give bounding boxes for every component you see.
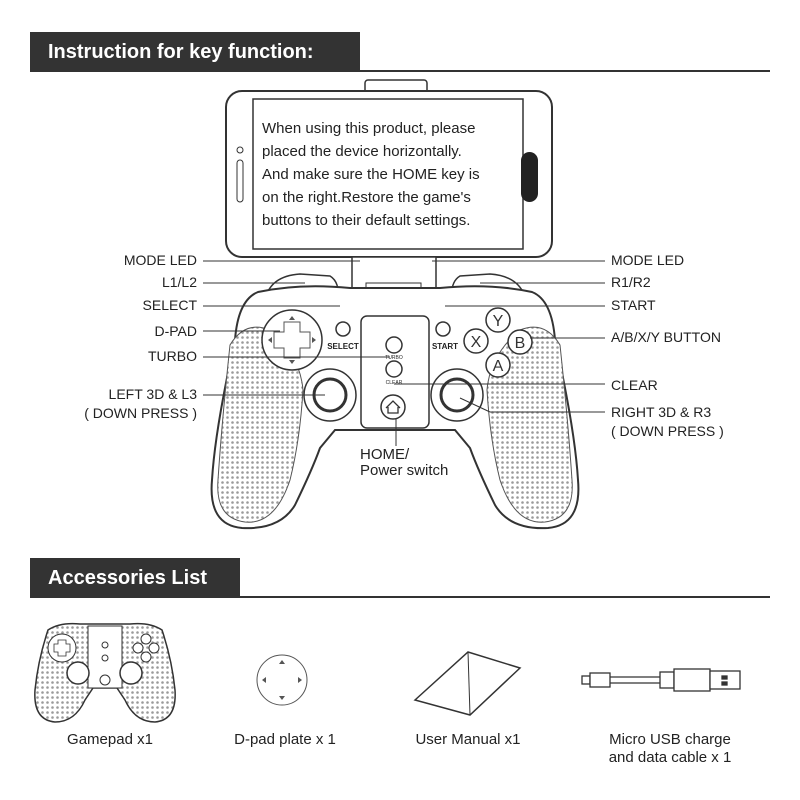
label-clear: CLEAR [611, 377, 658, 393]
label-r1r2: R1/R2 [611, 274, 651, 290]
y-button [485, 307, 511, 333]
turbo-mark: TURBO [385, 355, 403, 361]
key-function-heading: Instruction for key function: [30, 32, 360, 72]
instruction-line: buttons to their default settings. [262, 212, 471, 229]
b-mark: B [515, 335, 526, 352]
label-right-3d-press: ( DOWN PRESS ) [611, 423, 724, 439]
right-stick [439, 377, 475, 413]
caption-dpad-plate: D-pad plate x 1 [234, 731, 336, 748]
phone-speaker [236, 159, 244, 203]
start-mark: START [432, 342, 458, 351]
turbo-button [385, 336, 403, 354]
a-button [485, 352, 511, 378]
instruction-line: When using this product, please [262, 120, 476, 137]
caption-user-manual: User Manual x1 [415, 731, 521, 748]
label-start: START [611, 297, 656, 313]
label-dpad: D-PAD [154, 323, 197, 339]
instruction-line: And make sure the HOME key is [262, 166, 480, 183]
accessory-dpad-plate-illustration [256, 654, 308, 706]
clear-button [385, 360, 403, 378]
label-l1l2: L1/L2 [161, 274, 197, 290]
label-turbo: TURBO [148, 348, 197, 364]
label-abxy: A/B/X/Y BUTTON [611, 329, 721, 345]
caption-gamepad: Gamepad x1 [67, 731, 153, 748]
accessory-manual-illustration [413, 651, 522, 716]
home-button [380, 394, 406, 420]
phone-home-key [521, 152, 538, 202]
leader-lines-left [203, 260, 390, 396]
select-button [335, 321, 351, 337]
label-left-3d-press: ( DOWN PRESS ) [84, 405, 197, 421]
instruction-line: on the right.Restore the game's [262, 189, 471, 206]
clear-mark: CLEAR [386, 380, 403, 386]
leader-lines-right [394, 260, 605, 413]
caption-usb-cable: Micro USB charge and data cable x 1 [590, 731, 750, 767]
y-mark: Y [493, 313, 504, 330]
b-button [507, 329, 533, 355]
caption-usb-line-2: and data cable x 1 [608, 749, 732, 766]
select-mark: SELECT [327, 342, 359, 351]
phone-screen [252, 98, 524, 250]
instruction-line: placed the device horizontally. [262, 143, 462, 160]
accessory-cable-illustration [581, 668, 741, 692]
x-button [463, 328, 489, 354]
accessories-underline [30, 596, 770, 598]
caption-usb-line-1: Micro USB charge [609, 731, 731, 748]
label-right-3d: RIGHT 3D & R3 [611, 404, 712, 420]
label-power-switch: Power switch [360, 462, 449, 479]
start-button [435, 321, 451, 337]
label-home: HOME/ [360, 446, 410, 463]
label-select: SELECT [142, 297, 197, 313]
key-function-heading-text: Instruction for key function: [48, 40, 314, 63]
heading-underline [30, 70, 770, 72]
accessory-gamepad-illustration [34, 622, 176, 723]
phone-camera-icon [236, 146, 244, 154]
phone-instruction-text: When using this product, please placed t… [262, 117, 517, 232]
home-icon [385, 400, 401, 414]
accessories-heading-text: Accessories List [48, 566, 207, 589]
dpad-cross-icon [273, 321, 311, 359]
x-mark: X [471, 334, 482, 351]
accessories-heading: Accessories List [30, 558, 240, 598]
label-mode-led-left: MODE LED [123, 252, 197, 268]
label-mode-led-right: MODE LED [611, 252, 685, 268]
a-mark: A [493, 358, 504, 375]
label-left-3d: LEFT 3D & L3 [108, 386, 197, 402]
